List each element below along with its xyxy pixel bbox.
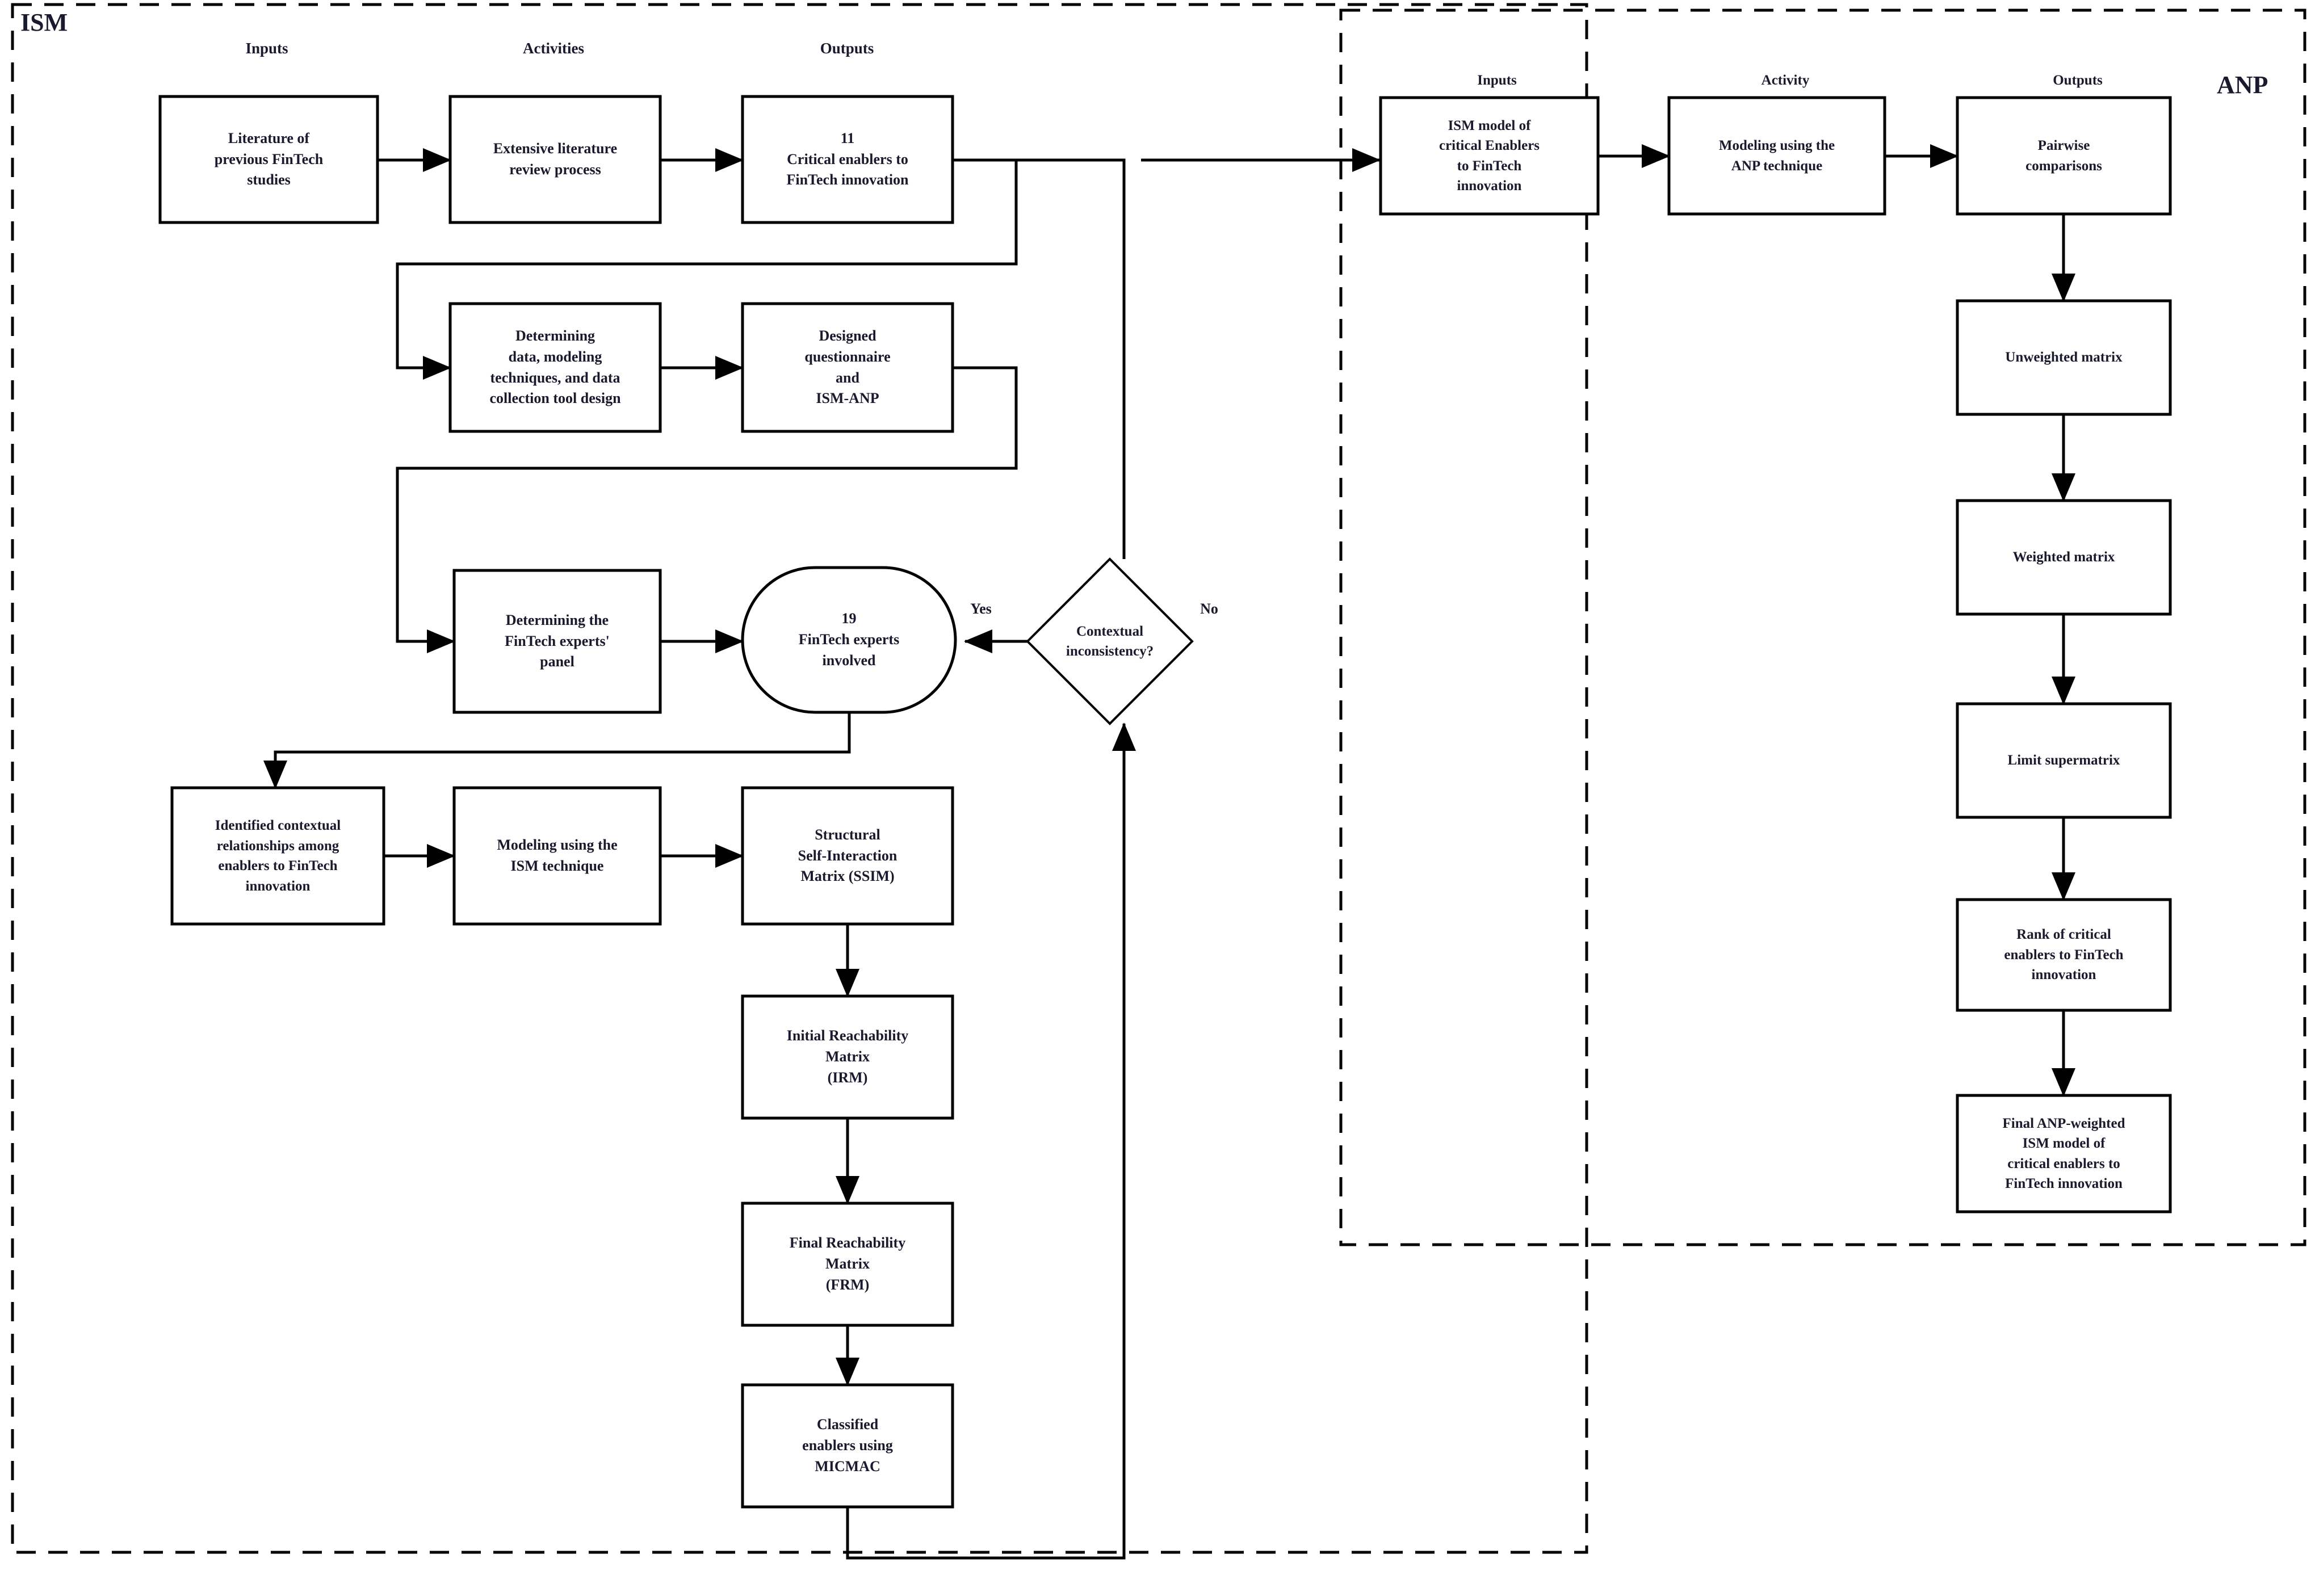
edge-label-lab_yes: Yes (970, 600, 992, 617)
node-shape-n_review (448, 95, 662, 224)
node-shape-n_experts19 (741, 566, 957, 714)
connector-layer (263, 144, 2075, 1560)
node-shape-n_modelanp (1667, 96, 1886, 216)
column-header-anp-1: Activity (1761, 73, 1810, 88)
node-shape-n_limit (1956, 702, 2172, 819)
node-shape-n_decision (1026, 557, 1194, 725)
column-header-ism-0: Inputs (245, 40, 288, 57)
zone-boundary-anp (1339, 9, 2306, 1246)
node-shape-n_weighted (1956, 499, 2172, 616)
node-shape-n_micmac (741, 1383, 954, 1509)
node-shape-layer (158, 95, 2172, 1509)
node-shape-n_modelism (452, 786, 662, 926)
zone-boundaries (11, 3, 2306, 1554)
edge-label-lab_no: No (1200, 600, 1218, 617)
column-header-ism-1: Activities (523, 40, 584, 57)
node-shape-n_ssim (741, 786, 954, 926)
node-shape-n_final (1956, 1094, 2172, 1213)
connector-e15 (846, 723, 1136, 1560)
node-shape-n_enablers11 (741, 95, 954, 224)
zone-boundary-ism (11, 3, 1588, 1554)
node-shape-n_unweighted (1956, 299, 2172, 416)
node-shape-n_lit (158, 95, 379, 224)
zone-title-ism: ISM (20, 9, 68, 36)
zone-title-anp: ANP (2217, 71, 2268, 99)
node-shape-n_quest (741, 302, 954, 433)
node-shape-n_frm (741, 1202, 954, 1327)
node-shape-n_ismmodel (1379, 96, 1600, 216)
node-shape-n_panel (452, 569, 662, 714)
connector-e8 (953, 158, 1126, 559)
column-header-anp-0: Inputs (1477, 73, 1517, 88)
node-shape-n_rank (1956, 898, 2172, 1012)
node-shape-n_ident (170, 786, 385, 926)
connector-e5 (396, 366, 1018, 654)
node-shape-n_irm (741, 994, 954, 1120)
connector-e9 (263, 712, 851, 789)
node-shape-n_determine (448, 302, 662, 433)
column-header-ism-2: Outputs (820, 40, 874, 57)
node-shape-n_pairwise (1956, 96, 2172, 216)
column-header-anp-2: Outputs (2053, 73, 2103, 88)
